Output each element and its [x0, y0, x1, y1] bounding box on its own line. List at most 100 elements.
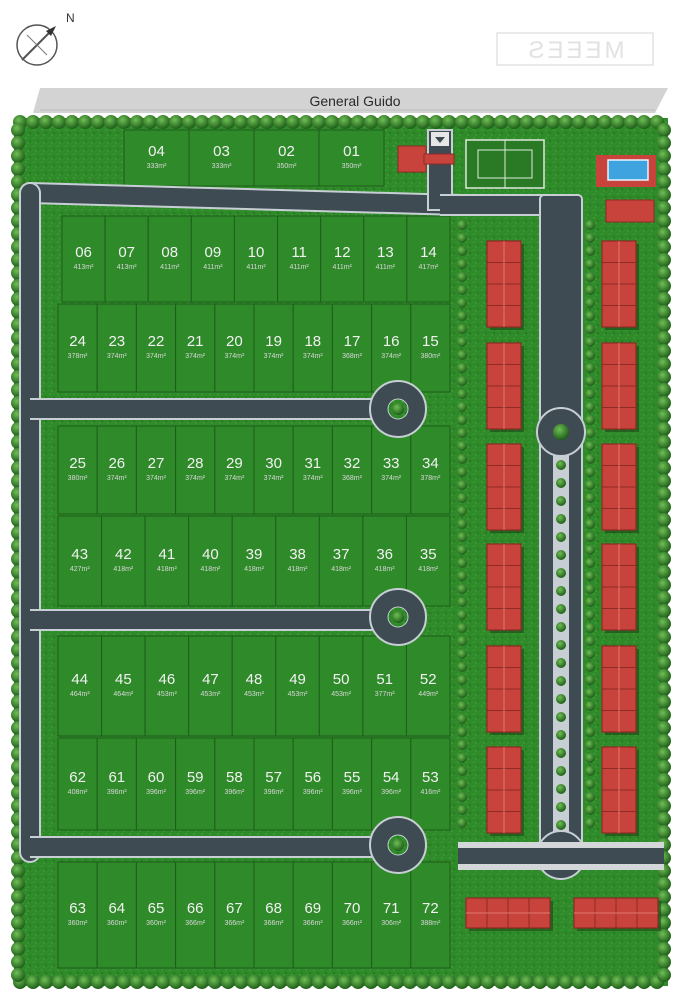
lot-parcel[interactable] — [147, 215, 192, 303]
townhouse-block[interactable] — [465, 897, 553, 931]
lot-parcel[interactable] — [57, 635, 103, 737]
lot-parcel[interactable] — [292, 861, 333, 969]
lot-parcel[interactable] — [57, 425, 98, 515]
townhouse-block[interactable] — [486, 746, 524, 836]
lot-parcel[interactable] — [188, 635, 233, 737]
lot-parcel[interactable] — [253, 861, 294, 969]
townhouse-block[interactable] — [486, 342, 524, 432]
lot-parcel[interactable] — [214, 303, 255, 393]
lot-parcel[interactable] — [190, 215, 235, 303]
lot-parcel[interactable] — [135, 737, 177, 831]
lot-parcel[interactable] — [331, 737, 373, 831]
lot-parcel[interactable] — [96, 425, 137, 515]
lot-parcel[interactable] — [410, 303, 451, 393]
lot-parcel[interactable] — [175, 425, 216, 515]
lot-parcel[interactable] — [144, 515, 190, 607]
lot-parcel[interactable] — [214, 737, 255, 831]
lot-parcel[interactable] — [292, 303, 333, 393]
lot-parcel[interactable] — [135, 303, 177, 393]
lot-parcel[interactable] — [292, 425, 333, 515]
townhouse-block[interactable] — [601, 645, 639, 735]
lot-parcel[interactable] — [363, 215, 408, 303]
lot-parcel[interactable] — [175, 861, 216, 969]
lot-parcel[interactable] — [253, 737, 294, 831]
lot-parcel[interactable] — [406, 215, 451, 303]
lot-parcel[interactable] — [275, 515, 320, 607]
townhouse-block[interactable] — [601, 240, 639, 330]
townhouse-block[interactable] — [486, 443, 524, 533]
lot-parcel[interactable] — [331, 425, 373, 515]
lot-parcel[interactable] — [61, 215, 106, 303]
lot-parcel[interactable] — [96, 737, 137, 831]
lot-parcel[interactable] — [96, 861, 137, 969]
lot-parcel[interactable] — [253, 129, 320, 187]
townhouse-block[interactable] — [601, 443, 639, 533]
lot-parcel[interactable] — [331, 303, 373, 393]
townhouse-block[interactable] — [573, 897, 661, 931]
lot-parcel[interactable] — [57, 515, 103, 607]
townhouse-block[interactable] — [486, 240, 524, 330]
lot-parcel[interactable] — [371, 861, 412, 969]
lot-parcel[interactable] — [57, 303, 98, 393]
lot-parcel[interactable] — [135, 861, 177, 969]
lot-parcel[interactable] — [410, 425, 451, 515]
lot-parcel[interactable] — [188, 129, 255, 187]
lot-parcel[interactable] — [405, 635, 451, 737]
lot-parcel[interactable] — [410, 737, 451, 831]
townhouse-block[interactable] — [486, 543, 524, 633]
townhouse-block[interactable] — [601, 746, 639, 836]
lot-parcel[interactable] — [371, 425, 412, 515]
lot-parcel[interactable] — [410, 861, 451, 969]
